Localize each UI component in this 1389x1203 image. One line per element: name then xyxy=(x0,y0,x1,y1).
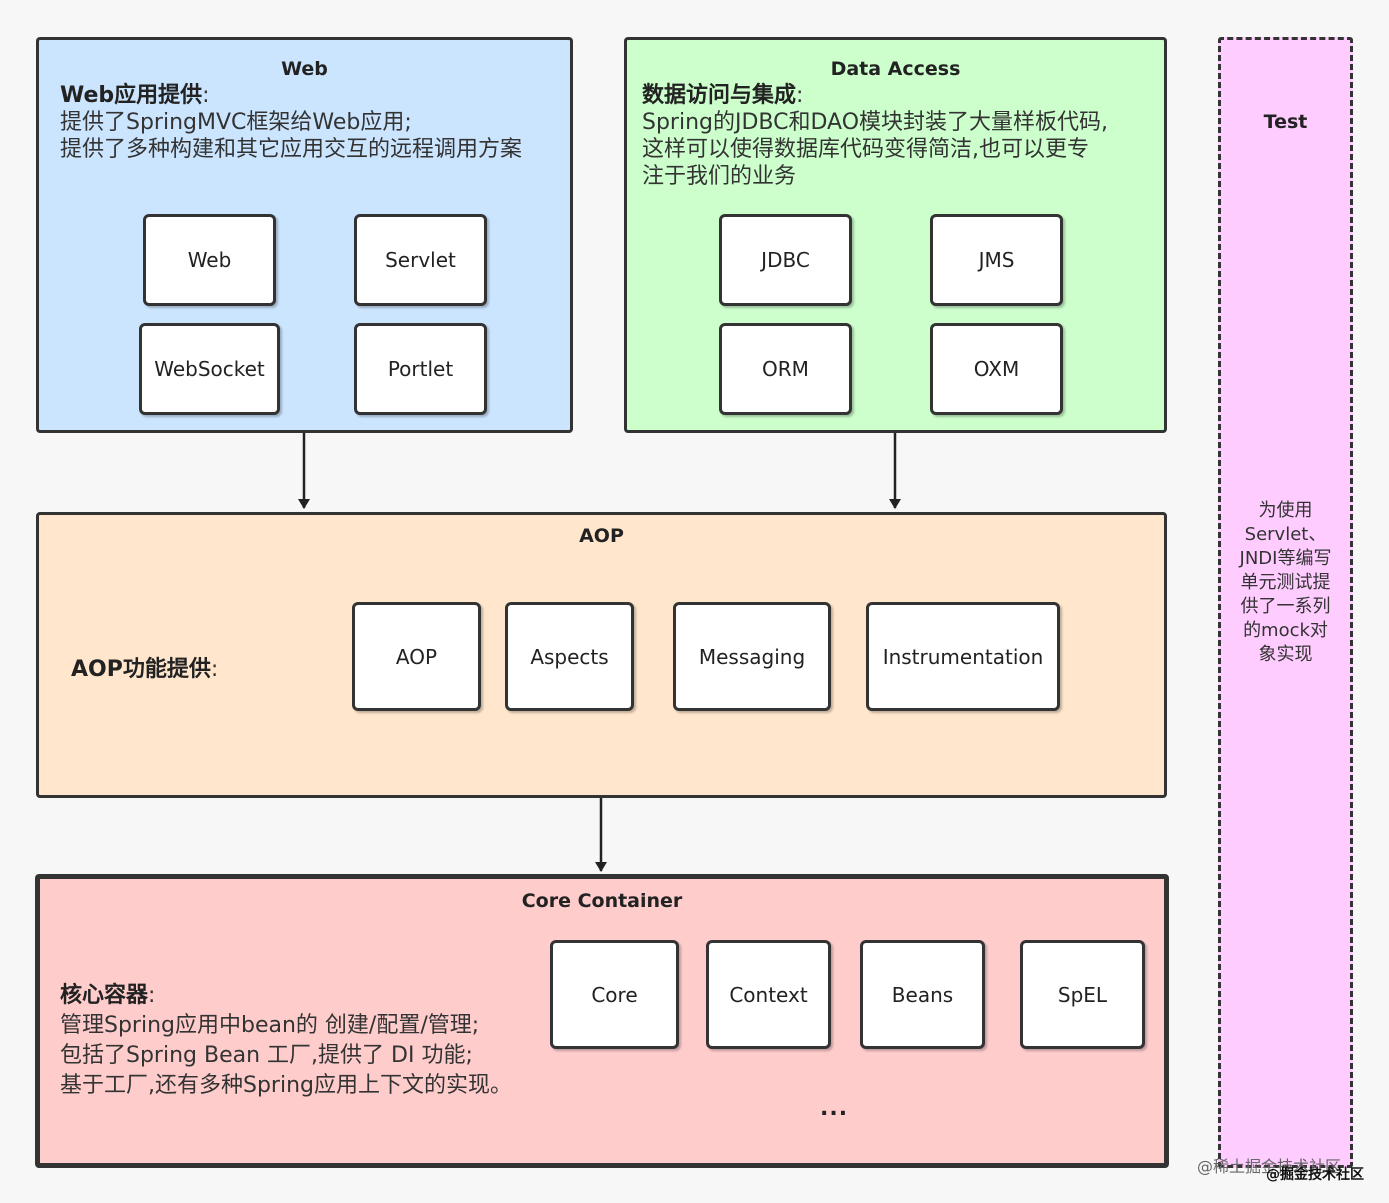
web-desc-line: 提供了SpringMVC框架给Web应用; xyxy=(60,110,412,135)
aop-panel-title: AOP xyxy=(579,525,624,547)
data-access-description: 数据访问与集成: Spring的JDBC和DAO模块封装了大量样板代码, 这样可… xyxy=(642,83,1109,189)
aop-description: AOP功能提供: xyxy=(71,657,219,682)
module-oxm: OXM xyxy=(930,323,1063,415)
watermark-text: @稀土掘金技术社区 xyxy=(1197,1157,1342,1176)
web-desc-line: 提供了多种构建和其它应用交互的远程调用方案 xyxy=(60,137,523,162)
module-web: Web xyxy=(143,214,276,306)
core-desc-line: 包括了Spring Bean 工厂,提供了 DI 功能; xyxy=(60,1043,473,1068)
test-description: 为使用 Servlet、 JNDI等编写 单元测试提 供了一系列 的mock对 … xyxy=(1239,500,1332,665)
more-modules-ellipsis: ... xyxy=(820,1096,849,1121)
core-container-panel: Core Container 核心容器: 管理Spring应用中bean的 创建… xyxy=(35,874,1169,1168)
module-spel: SpEL xyxy=(1020,940,1145,1049)
module-beans: Beans xyxy=(860,940,985,1049)
core-desc-line: 基于工厂,还有多种Spring应用上下文的实现。 xyxy=(60,1073,512,1098)
module-websocket: WebSocket xyxy=(139,323,280,415)
aop-desc-heading: AOP功能提供 xyxy=(71,657,211,682)
core-desc-heading: 核心容器 xyxy=(60,983,149,1008)
module-portlet: Portlet xyxy=(354,323,487,415)
module-aop: AOP xyxy=(352,602,481,711)
module-orm: ORM xyxy=(719,323,852,415)
data-access-desc-heading: 数据访问与集成 xyxy=(642,83,797,108)
module-instrumentation: Instrumentation xyxy=(866,602,1060,711)
data-access-desc-line: 注于我们的业务 xyxy=(642,164,797,189)
module-core: Core xyxy=(550,940,679,1049)
data-access-panel: Data Access 数据访问与集成: Spring的JDBC和DAO模块封装… xyxy=(624,37,1167,433)
core-container-panel-title: Core Container xyxy=(521,890,683,912)
web-panel-title: Web xyxy=(281,58,328,80)
test-panel-title: Test xyxy=(1263,111,1308,133)
module-context: Context xyxy=(706,940,831,1049)
data-access-panel-title: Data Access xyxy=(830,58,961,80)
core-description: 核心容器: 管理Spring应用中bean的 创建/配置/管理; 包括了Spri… xyxy=(60,981,512,1101)
data-access-desc-line: Spring的JDBC和DAO模块封装了大量样板代码, xyxy=(642,110,1109,135)
module-servlet: Servlet xyxy=(354,214,487,306)
watermark-text-secondary: @掘金技术社区 xyxy=(1266,1167,1364,1183)
core-desc-line: 管理Spring应用中bean的 创建/配置/管理; xyxy=(60,1013,480,1038)
web-desc-heading: Web应用提供 xyxy=(60,83,203,108)
data-access-desc-line: 这样可以使得数据库代码变得简洁,也可以更专 xyxy=(642,137,1089,162)
module-jdbc: JDBC xyxy=(719,214,852,306)
web-description: Web应用提供: 提供了SpringMVC框架给Web应用; 提供了多种构建和其… xyxy=(60,83,523,162)
web-panel: Web Web应用提供: 提供了SpringMVC框架给Web应用; 提供了多种… xyxy=(36,37,573,433)
module-messaging: Messaging xyxy=(673,602,831,711)
module-jms: JMS xyxy=(930,214,1063,306)
aop-panel: AOP AOP功能提供: AOP Aspects Messaging Instr… xyxy=(36,512,1167,798)
module-aspects: Aspects xyxy=(505,602,634,711)
test-panel: Test 为使用 Servlet、 JNDI等编写 单元测试提 供了一系列 的m… xyxy=(1218,37,1353,1168)
